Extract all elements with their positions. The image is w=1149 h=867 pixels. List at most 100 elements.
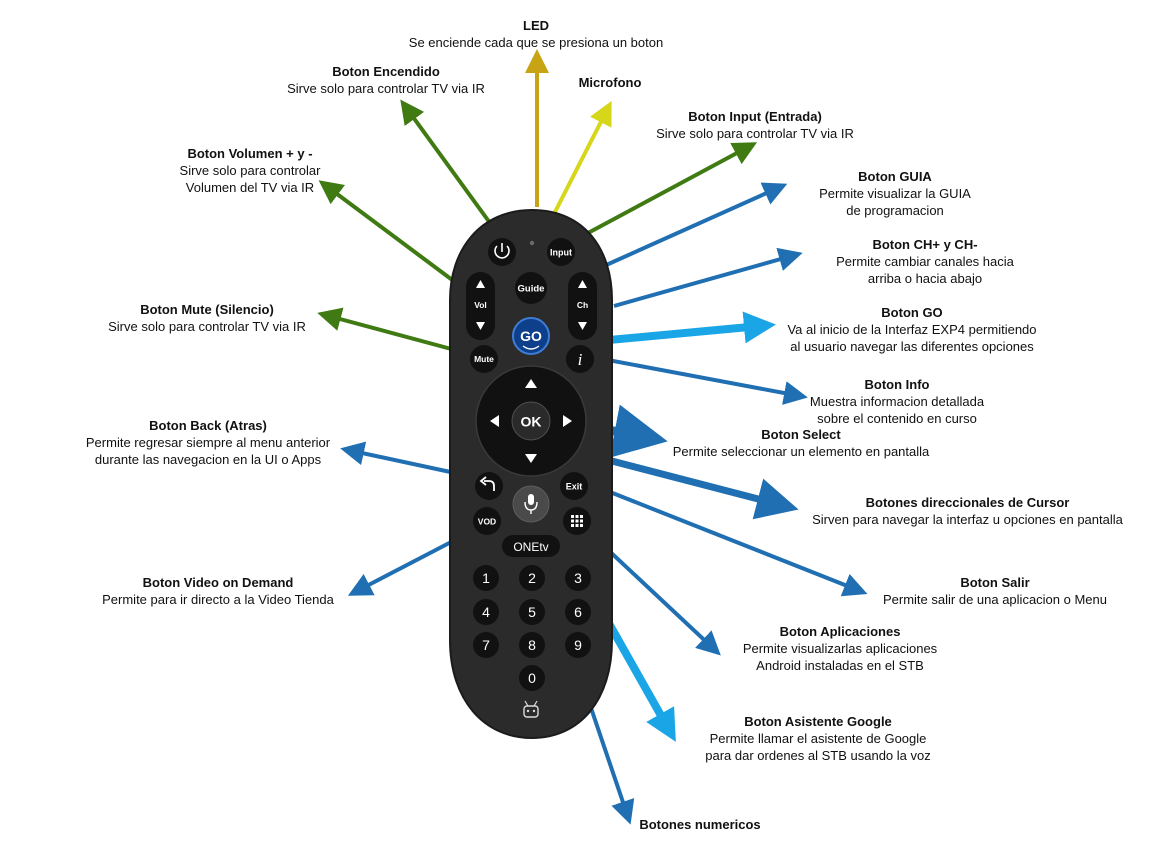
label-channel-title: Boton CH+ y CH- [872, 237, 978, 252]
label-info-desc1: Muestra informacion detallada [809, 394, 985, 409]
label-assistant-desc2: para dar ordenes al STB usando la voz [705, 748, 931, 763]
digit-button-7[interactable]: 7 [473, 632, 499, 658]
label-mic: Microfono [560, 74, 660, 91]
numeric-keypad: 1 2 3 4 5 6 7 8 9 0 [473, 565, 591, 691]
channel-down-icon [578, 322, 587, 330]
label-numbers-title: Botones numericos [639, 817, 761, 832]
digit-label: 0 [528, 670, 536, 686]
label-assistant-desc1: Permite llamar el asistente de Google [709, 731, 927, 746]
label-exit: Boton Salir Permite salir de una aplicac… [860, 574, 1130, 608]
info-icon: i [578, 350, 583, 369]
label-vod: Boton Video on Demand Permite para ir di… [78, 574, 358, 608]
digit-label: 3 [574, 570, 582, 586]
digit-label: 4 [482, 604, 490, 620]
label-assistant-title: Boton Asistente Google [744, 714, 892, 729]
digit-label: 8 [528, 637, 536, 653]
digit-label: 2 [528, 570, 536, 586]
label-volume-desc1: Sirve solo para controlar [179, 163, 321, 178]
vod-button-label: VOD [478, 517, 496, 527]
microphone-button[interactable] [512, 485, 550, 523]
label-guide: Boton GUIA Permite visualizar la GUIA de… [780, 168, 1010, 219]
mute-button[interactable]: Mute [470, 345, 498, 373]
digit-label: 1 [482, 570, 490, 586]
label-exit-title: Boton Salir [960, 575, 1030, 590]
label-volume: Boton Volumen + y - Sirve solo para cont… [135, 145, 365, 196]
arrow-back [340, 441, 456, 475]
digit-button-5[interactable]: 5 [519, 599, 545, 625]
channel-label: Ch [577, 300, 588, 310]
label-apps: Boton Aplicaciones Permite visualizarlas… [720, 623, 960, 674]
go-button-label: GO [520, 328, 542, 344]
label-go-title: Boton GO [881, 305, 943, 320]
label-input-desc: Sirve solo para controlar TV via IR [656, 126, 854, 141]
digit-button-6[interactable]: 6 [565, 599, 591, 625]
channel-rocker[interactable]: Ch [568, 272, 597, 340]
arrow-guide [603, 182, 788, 268]
label-cursor-title: Botones direccionales de Cursor [865, 495, 1070, 510]
label-guide-title: Boton GUIA [858, 169, 932, 184]
dpad-right-icon[interactable] [563, 415, 572, 427]
vod-button[interactable]: VOD [473, 507, 501, 535]
go-button[interactable]: GO [512, 317, 550, 355]
label-input-title: Boton Input (Entrada) [688, 109, 822, 124]
label-info-title: Boton Info [864, 377, 930, 392]
label-channel: Boton CH+ y CH- Permite cambiar canales … [800, 236, 1050, 287]
label-power-title: Boton Encendido [332, 64, 440, 79]
dpad-up-icon[interactable] [525, 379, 537, 388]
arrow-mute [317, 307, 456, 352]
ok-button[interactable]: OK [511, 401, 551, 441]
digit-button-1[interactable]: 1 [473, 565, 499, 591]
digit-label: 9 [574, 637, 582, 653]
digit-button-9[interactable]: 9 [565, 632, 591, 658]
digit-button-0[interactable]: 0 [519, 665, 545, 691]
exit-button[interactable]: Exit [560, 472, 588, 500]
microphone-icon [528, 494, 534, 505]
mute-button-label: Mute [474, 354, 494, 364]
label-mic-title: Microfono [578, 75, 642, 90]
label-info-desc2: sobre el contenido en curso [817, 411, 977, 426]
digit-button-2[interactable]: 2 [519, 565, 545, 591]
label-numbers: Botones numericos [620, 816, 780, 833]
onetv-button[interactable]: ONEtv [502, 535, 560, 557]
label-power-desc: Sirve solo para controlar TV via IR [287, 81, 485, 96]
arrow-vod [347, 538, 456, 596]
label-volume-title: Boton Volumen + y - [187, 146, 313, 161]
label-mute: Boton Mute (Silencio) Sirve solo para co… [87, 301, 327, 335]
digit-label: 6 [574, 604, 582, 620]
label-guide-desc2: de programacion [846, 203, 944, 218]
digit-button-8[interactable]: 8 [519, 632, 545, 658]
volume-down-icon [476, 322, 485, 330]
input-button[interactable]: Input [547, 238, 575, 266]
dpad-down-icon[interactable] [525, 454, 537, 463]
label-apps-title: Boton Aplicaciones [779, 624, 901, 639]
tv-logo-icon [523, 700, 539, 718]
power-icon [494, 245, 510, 259]
volume-rocker[interactable]: Vol [466, 272, 495, 340]
channel-up-icon [578, 280, 587, 288]
label-info: Boton Info Muestra informacion detallada… [792, 376, 1002, 427]
label-assistant: Boton Asistente Google Permite llamar el… [668, 713, 968, 764]
label-go-desc2: al usuario navegar las diferentes opcion… [790, 339, 1034, 354]
label-select-desc: Permite seleccionar un elemento en panta… [672, 444, 930, 459]
label-led-title: LED [523, 18, 549, 33]
arrow-volume [318, 180, 457, 284]
digit-button-4[interactable]: 4 [473, 599, 499, 625]
label-input: Boton Input (Entrada) Sirve solo para co… [615, 108, 895, 142]
back-arrow-icon [484, 480, 495, 491]
arrow-info [591, 355, 808, 405]
guide-button-label: Guide [518, 284, 545, 295]
digit-label: 5 [528, 604, 536, 620]
label-go: Boton GO Va al inicio de la Interfaz EXP… [762, 304, 1062, 355]
dpad-left-icon[interactable] [490, 415, 499, 427]
label-led: LED Se enciende cada que se presiona un … [336, 17, 736, 51]
label-apps-desc1: Permite visualizarlas aplicaciones [742, 641, 938, 656]
label-back-title: Boton Back (Atras) [149, 418, 267, 433]
back-button[interactable] [475, 472, 503, 500]
power-button[interactable] [488, 238, 516, 266]
label-vod-desc: Permite para ir directo a la Video Tiend… [102, 592, 334, 607]
apps-button[interactable] [563, 507, 591, 535]
digit-button-3[interactable]: 3 [565, 565, 591, 591]
guide-button[interactable]: Guide [515, 272, 547, 304]
info-button[interactable]: i [566, 345, 594, 373]
label-select: Boton Select Permite seleccionar un elem… [646, 426, 956, 460]
